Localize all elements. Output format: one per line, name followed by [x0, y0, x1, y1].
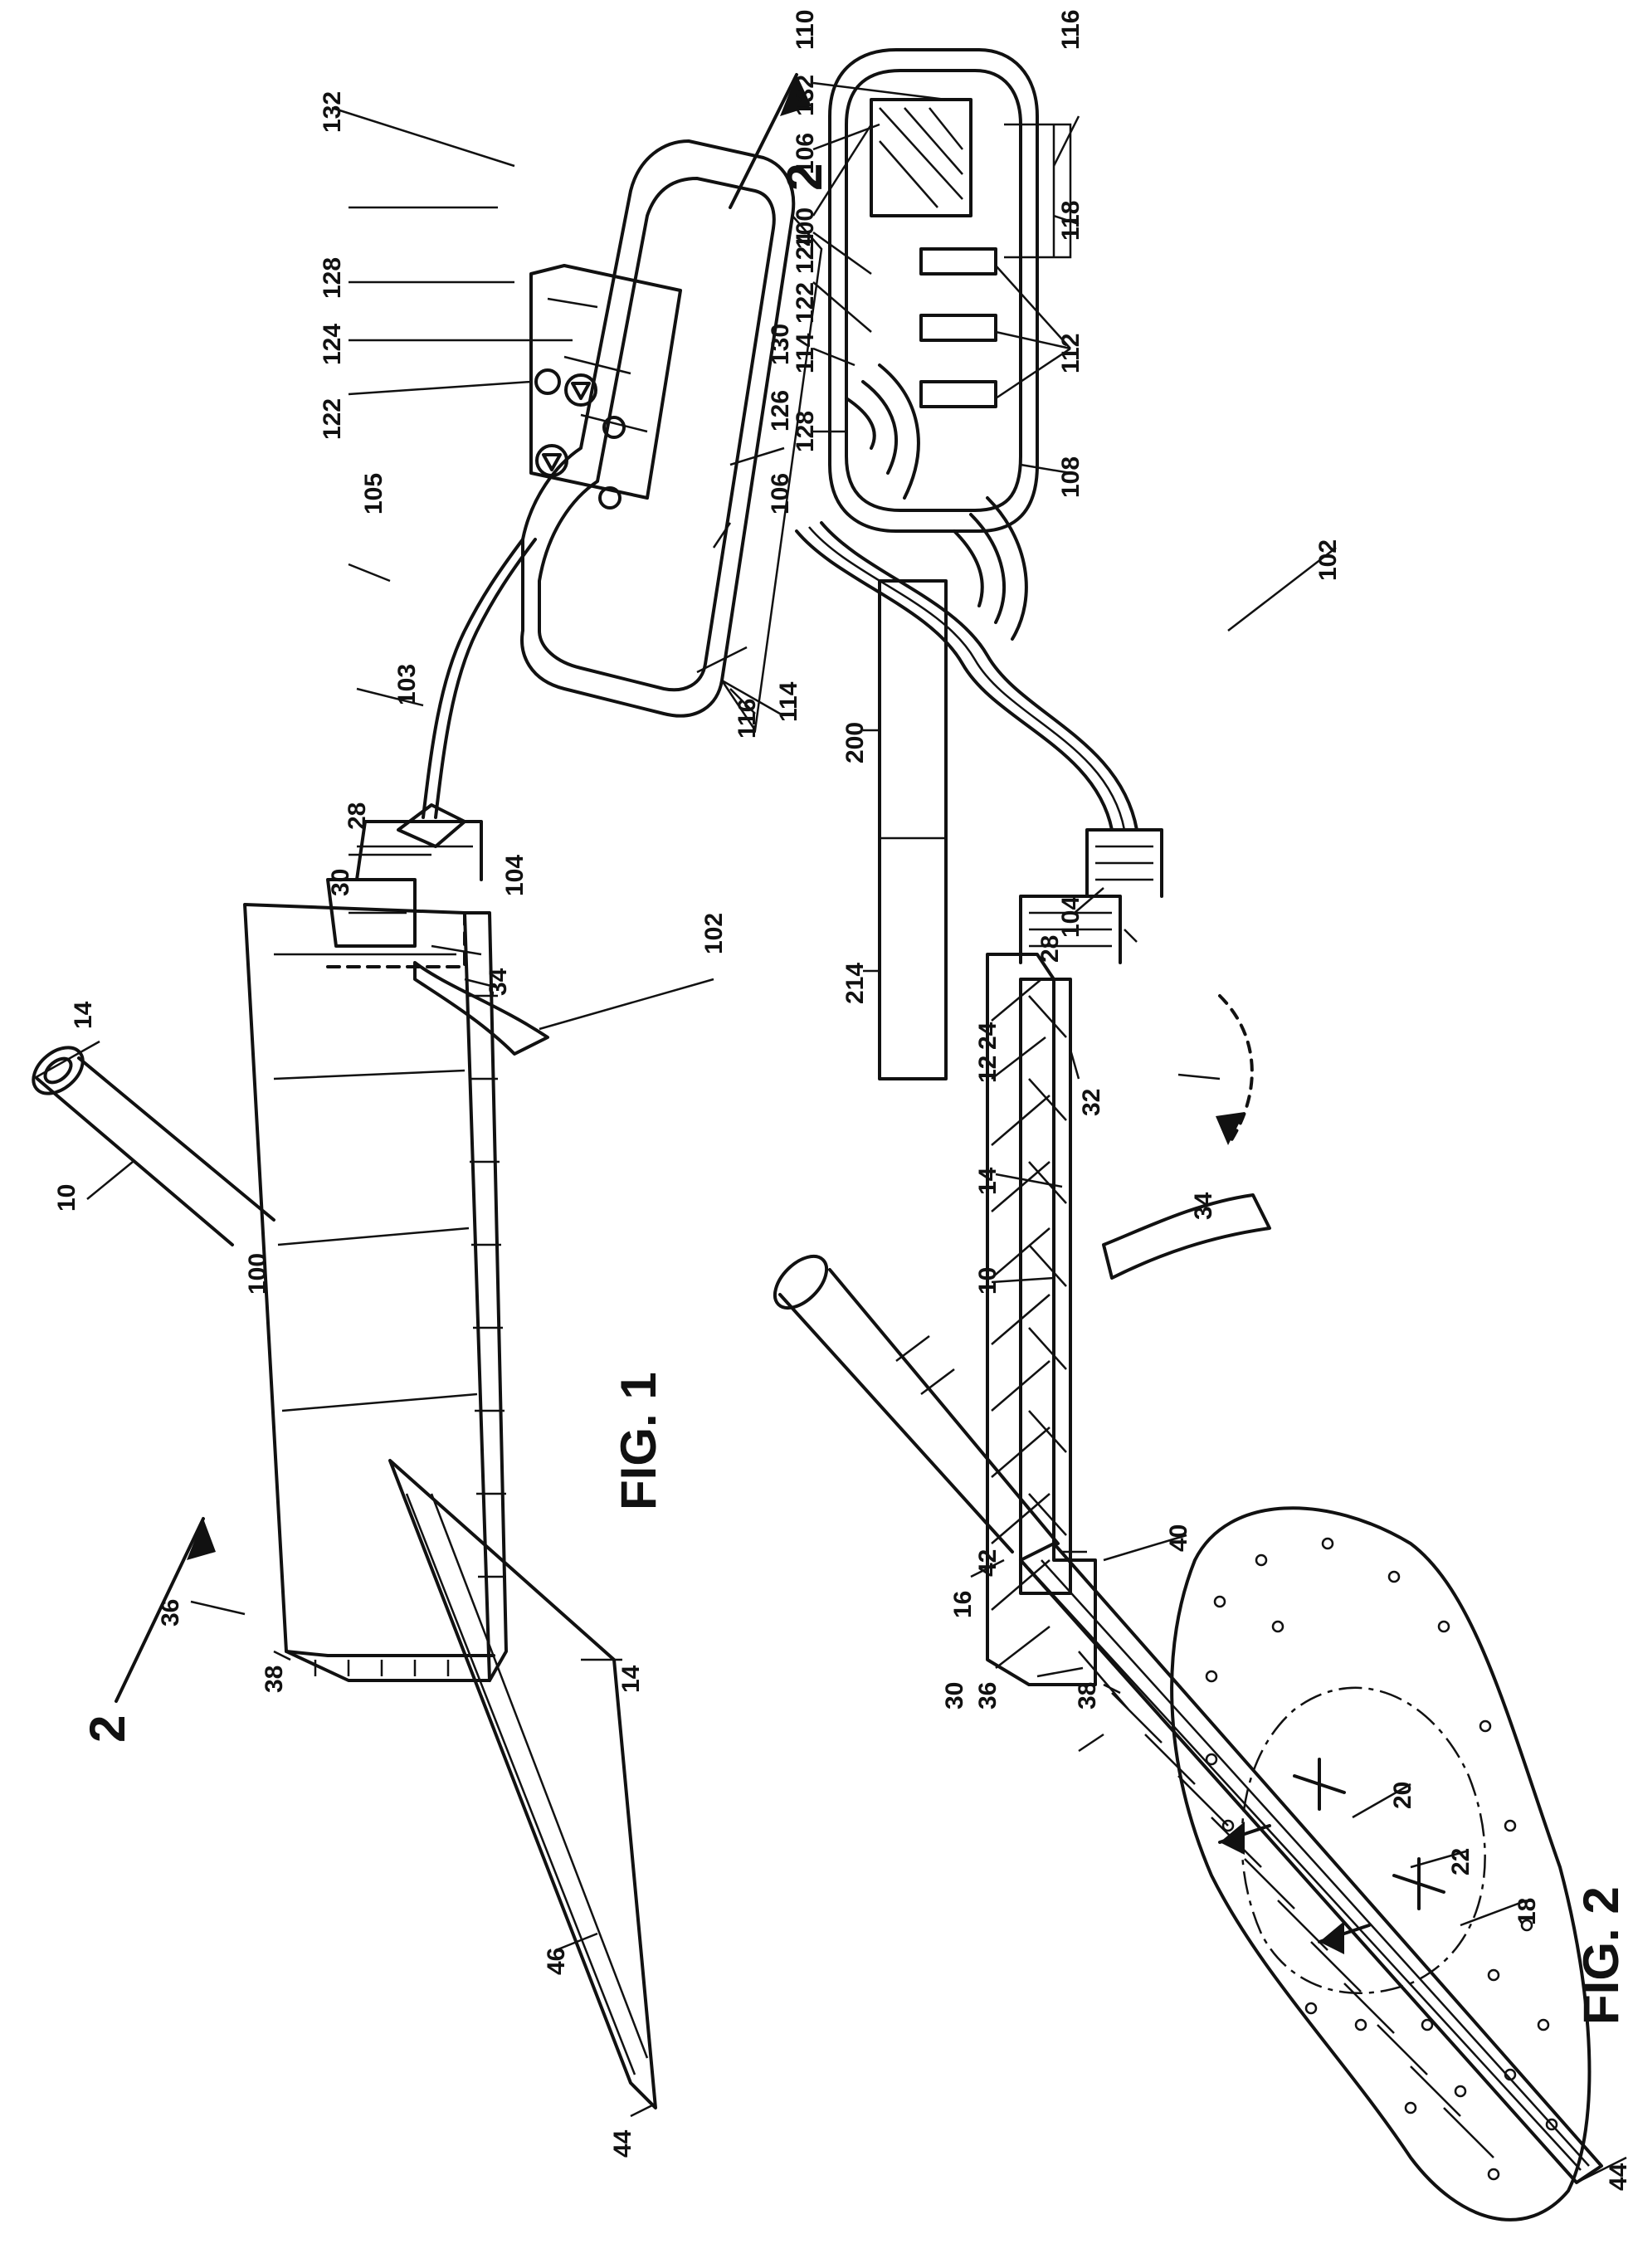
fig2-label: 112: [1057, 334, 1085, 373]
fig1-label: 106: [767, 473, 794, 515]
fig1-label: 114: [775, 681, 802, 722]
fig2-label: 18: [1514, 1898, 1541, 1925]
fig2-label: 44: [1605, 2163, 1632, 2191]
fig2-label: 40: [1165, 1524, 1192, 1552]
fig2-label: 16: [949, 1591, 977, 1618]
fig1-label: 128: [319, 257, 346, 299]
fig1-label: 104: [501, 855, 529, 896]
fig2-label: 104: [1057, 896, 1085, 938]
fig2-label: 24: [974, 1022, 1002, 1050]
fig2-label: 124: [792, 232, 819, 274]
fig1-flexible-wing: [415, 963, 548, 1054]
fig2-reader: [880, 581, 946, 1079]
fig2-label: 132: [792, 75, 819, 116]
fig2-label: 106: [792, 133, 819, 174]
fig1-label: 44: [609, 2129, 636, 2158]
fig1-label: 38: [261, 1666, 288, 1693]
figure-2: 10 14 12 24 32 34 28 36 38 30 16 42 40 2…: [766, 10, 1632, 2220]
fig2-label: 118: [1057, 201, 1085, 241]
fig1-section-arrows: [116, 75, 812, 1701]
fig2-label: 102: [1314, 539, 1342, 581]
fig1-label: 103: [393, 664, 421, 705]
fig2-label: 10: [974, 1267, 1002, 1295]
fig1-label: 30: [327, 869, 354, 896]
fig2-label: 122: [792, 282, 819, 324]
fig2-label: 128: [792, 411, 819, 452]
fig1-label: 36: [157, 1599, 184, 1627]
fig2-label: 214: [841, 963, 869, 1004]
fig1-title: FIG. 1: [611, 1372, 666, 1510]
fig2-label: 30: [941, 1682, 968, 1710]
fig2-label: 200: [841, 722, 869, 763]
fig1-labels: 10 14 28 30 34 36 38 2 14 46 44 100 102 …: [53, 91, 832, 2158]
fig1-section-label: 2: [80, 1715, 135, 1743]
fig1-label: 126: [767, 390, 794, 432]
fig1-label: 130: [767, 324, 794, 365]
fig1-label: 10: [53, 1184, 80, 1212]
fig1-tube: [25, 1038, 274, 1245]
fig2-labels: 10 14 12 24 32 34 28 36 38 30 16 42 40 2…: [792, 10, 1632, 2191]
fig2-label: 42: [974, 1549, 1002, 1577]
fig2-label: 28: [1036, 935, 1064, 963]
fig2-flexible-wing: [1104, 996, 1270, 1278]
fig1-label: 14: [617, 1665, 645, 1693]
fig2-leader-lines: [813, 83, 1626, 2183]
fig1-label: 14: [70, 1001, 97, 1029]
fig1-label: 116: [734, 699, 761, 739]
fig1-label: 28: [344, 802, 371, 830]
fig1-label: 132: [319, 91, 346, 133]
fig2-hub-body: [987, 954, 1095, 1685]
fig2-title: FIG. 2: [1573, 1886, 1629, 2025]
fig1-label: 102: [700, 913, 728, 954]
fig2-label: 116: [1057, 10, 1085, 50]
fig2-label: 14: [974, 1167, 1002, 1195]
fig1-buttons: [536, 370, 624, 508]
fig1-label: 124: [319, 324, 346, 365]
fig2-label: 34: [1190, 1192, 1217, 1220]
fig1-label: 105: [360, 473, 388, 515]
fig2-tissue-dots: [1206, 1539, 1557, 2179]
fig1-label: 122: [319, 398, 346, 440]
fig2-label: 114: [792, 333, 819, 373]
fig2-tube: [766, 1247, 1058, 1552]
fig1-hub-housing: [245, 905, 506, 1680]
figure-1: 10 14 28 30 34 36 38 2 14 46 44 100 102 …: [25, 75, 832, 2158]
fig1-needle: [390, 1461, 656, 2108]
fig2-label: 36: [974, 1682, 1002, 1710]
fig2-label: 108: [1057, 456, 1085, 498]
fig2-needle: [1021, 1544, 1601, 2183]
fig2-tissue: [1172, 1508, 1589, 2220]
fig1-label: 34: [485, 968, 512, 996]
fig2-label: 32: [1078, 1089, 1105, 1116]
fig1-label: 46: [543, 1948, 570, 1975]
fig2-label: 20: [1389, 1782, 1416, 1809]
fig2-label: 110: [792, 10, 819, 50]
fig2-cable: [797, 523, 1137, 830]
fig1-display-screen: [531, 266, 680, 498]
fig1-label: 100: [244, 1253, 271, 1295]
fig1-controller-housing: [522, 141, 821, 730]
fig2-label: 38: [1074, 1682, 1101, 1710]
fig2-label: 22: [1447, 1848, 1475, 1875]
fig2-controller: [830, 50, 1070, 531]
fig2-label: 12: [974, 1056, 1002, 1083]
fig2-battery: [871, 100, 971, 216]
